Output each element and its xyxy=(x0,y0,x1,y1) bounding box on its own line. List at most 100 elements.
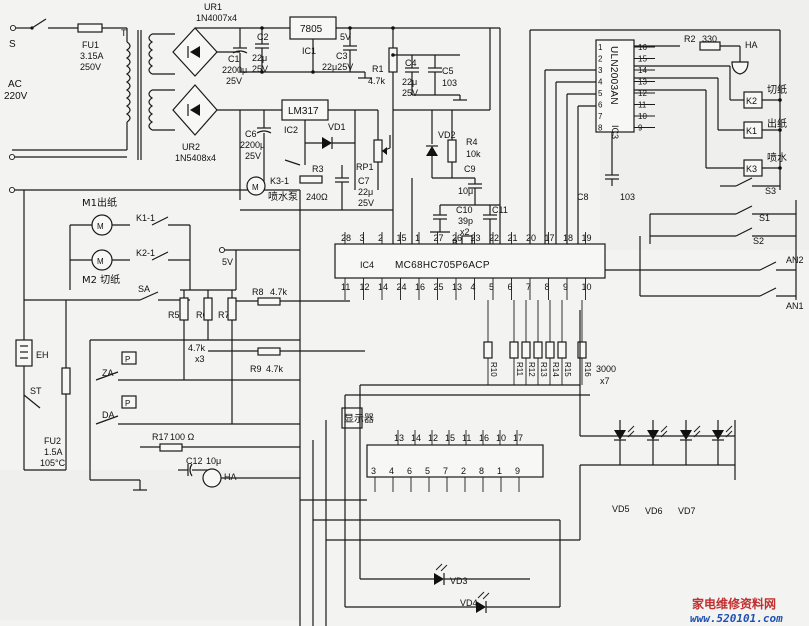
label-r2-value: 330 xyxy=(702,34,717,44)
resistor-r12 xyxy=(521,341,531,359)
switch-s3[interactable] xyxy=(735,177,753,187)
label-r3-value: 240Ω xyxy=(306,192,328,202)
resistor-r9 xyxy=(257,347,281,356)
label-5v-top: 5V xyxy=(340,32,351,42)
diode-vd1 xyxy=(322,137,332,149)
ic3-pin-3: 3 xyxy=(598,66,603,75)
switch-s2[interactable] xyxy=(735,227,753,237)
label-k2-1: K2-1 xyxy=(136,248,155,258)
label-7805: 7805 xyxy=(300,24,323,35)
contact-k2-1 xyxy=(151,251,169,261)
ic4-pin-22: 22 xyxy=(489,233,499,243)
transformer-secondary-1 xyxy=(148,33,154,75)
display-pin-16: 16 xyxy=(479,433,489,443)
label-ha: HA xyxy=(745,40,758,50)
ic4-pin-19: 19 xyxy=(582,233,592,243)
ic3-pin-12: 12 xyxy=(638,89,647,98)
watermark-text: 家电维修资料网 xyxy=(692,596,776,611)
button-an2[interactable] xyxy=(759,261,777,271)
label-c3: C3 xyxy=(336,51,348,61)
label-s2: S2 xyxy=(753,236,764,246)
display-pin-17: 17 xyxy=(513,433,523,443)
display-pin-6: 6 xyxy=(407,466,412,476)
ic3-pin-11: 11 xyxy=(638,101,647,110)
label-220v: 220V xyxy=(4,91,28,102)
label-r17-value: 100 Ω xyxy=(170,432,195,442)
label-5v-left: 5V xyxy=(222,257,233,267)
led-right-2 xyxy=(647,420,668,465)
label-p-top: P xyxy=(125,355,130,364)
label-vd6: VD6 xyxy=(645,506,663,516)
label-ic4-part: MC68HC705P6ACP xyxy=(395,260,490,271)
ic3-pin-10: 10 xyxy=(638,112,647,121)
label-c12-value: 10μ xyxy=(206,456,221,466)
bridge-ur1: UR1 1N4007x4 xyxy=(172,2,240,77)
relay-output-section: R2 330 HA K2 切纸 K1 出纸 K3 喷水 S3 xyxy=(530,29,797,300)
label-c6: C6 xyxy=(245,129,257,139)
label-c7-value: 22μ xyxy=(358,187,373,197)
diode-vd2 xyxy=(426,146,438,156)
label-lm317: LM317 xyxy=(288,106,319,117)
label-c5: C5 xyxy=(442,66,454,76)
label-c6-value: 2200μ xyxy=(240,140,265,150)
sensor-p-bottom xyxy=(121,395,137,409)
label-c12: C12 xyxy=(186,456,203,466)
label-rp1: RP1 xyxy=(356,162,374,172)
switch-s1[interactable] xyxy=(735,205,753,215)
ic3-body xyxy=(595,39,635,133)
led-right-3 xyxy=(680,420,701,465)
switch-sa[interactable] xyxy=(139,291,159,301)
label-c2-value: 22μ xyxy=(252,53,267,63)
buzzer-ha xyxy=(731,61,749,75)
label-r5: R5 xyxy=(168,310,180,320)
label-vd5: VD5 xyxy=(612,504,630,514)
svg-text:M: M xyxy=(97,222,104,231)
label-vd4: VD4 xyxy=(460,598,478,608)
button-section: AN2 AN1 xyxy=(605,255,804,311)
label-c9-value: 10μ xyxy=(458,186,473,196)
ic4-pin-21: 21 xyxy=(508,233,518,243)
switch-za xyxy=(95,371,119,381)
sensor-input-section: ZA P P DA R5 R6 R7 4.7k x3 5V R8 4.7k R9 xyxy=(89,246,365,491)
watermark: 家电维修资料网 www.520101.com xyxy=(690,596,783,625)
label-r8: R8 xyxy=(252,287,264,297)
label-r16: R16 xyxy=(583,362,592,377)
button-an1[interactable] xyxy=(759,287,777,297)
resistor-r15 xyxy=(557,341,567,359)
bus-wires xyxy=(299,28,736,626)
resistor-r4 xyxy=(447,139,457,163)
ic3-pin-1: 1 xyxy=(598,43,603,52)
label-pump: 喷水泵 xyxy=(268,191,298,203)
label-r12: R12 xyxy=(527,362,536,377)
ic4-pin-6: 6 xyxy=(508,282,513,292)
potentiometer-rp1 xyxy=(373,139,383,163)
label-c3-value: 22μ25V xyxy=(322,62,353,72)
label-ur2-part: 1N5408x4 xyxy=(175,153,216,163)
ic4-pin-1: 1 xyxy=(415,233,420,243)
terminal-5v xyxy=(218,246,226,254)
resistor-r2 xyxy=(699,41,721,51)
label-b: B xyxy=(452,238,458,248)
label-c9: C9 xyxy=(464,164,476,174)
ic4-pin-9: 9 xyxy=(563,282,568,292)
ic4-pin-23: 23 xyxy=(471,233,481,243)
label-s: S xyxy=(9,39,16,50)
resistor-r16 xyxy=(577,341,587,359)
ic4-pin-10: 10 xyxy=(582,282,592,292)
label-cut: 切纸 xyxy=(767,83,787,96)
label-c1-value: 2200μ xyxy=(222,65,247,75)
ic4-pin-24: 24 xyxy=(397,282,407,292)
ic4-pin-4: 4 xyxy=(471,282,476,292)
label-sa: SA xyxy=(138,284,150,294)
contact-k1-1 xyxy=(151,216,169,226)
svg-text:M: M xyxy=(252,183,259,192)
label-r11: R11 xyxy=(515,362,524,377)
label-r567-value: 4.7k xyxy=(188,343,206,353)
label-ha-2: HA xyxy=(224,472,237,482)
label-spray: 喷水 xyxy=(767,152,787,164)
label-r4: R4 xyxy=(466,137,478,147)
